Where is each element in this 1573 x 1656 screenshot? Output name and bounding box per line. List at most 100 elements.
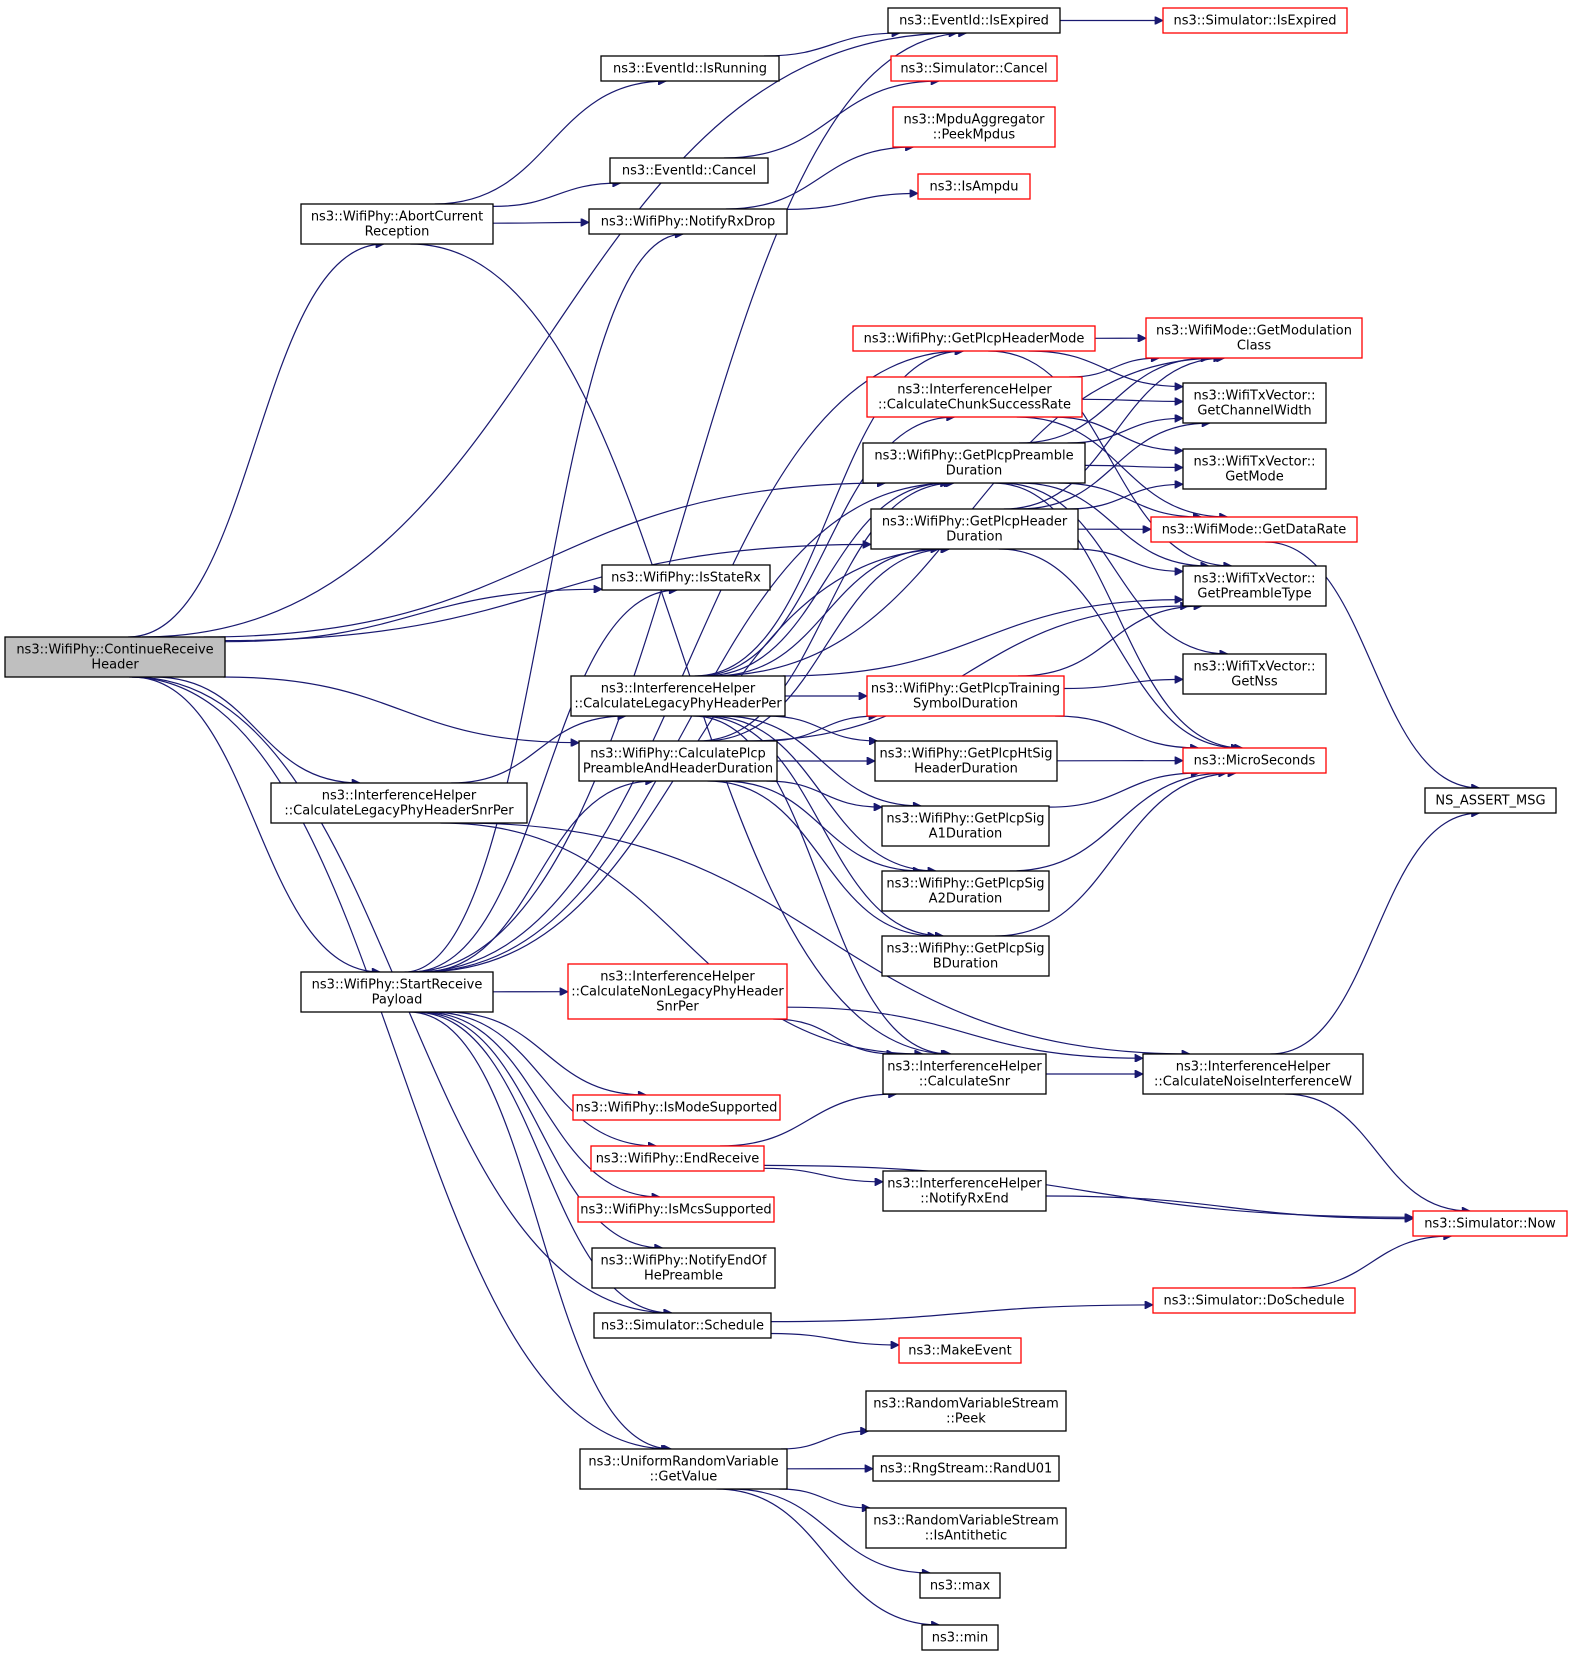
node-training-sym[interactable]: ns3::WifiPhy::GetPlcpTrainingSymbolDurat…: [866, 675, 1065, 717]
edge-line: [763, 33, 900, 57]
node-is-mcs-supported[interactable]: ns3::WifiPhy::IsMcsSupported: [577, 1196, 775, 1223]
node-uniform-get[interactable]: ns3::UniformRandomVariable::GetValue: [579, 1448, 788, 1490]
edge-line: [992, 482, 1243, 748]
node-get-data-rate[interactable]: ns3::WifiMode::GetDataRate: [1150, 516, 1358, 543]
node-label: ns3::EventId::Cancel: [622, 164, 756, 179]
node-ev-expired[interactable]: ns3::EventId::IsExpired: [887, 7, 1061, 34]
edge-calc-pre-hdr-to-get-preamble-type: [743, 606, 1189, 742]
node-box: [579, 1448, 788, 1490]
node-box: [270, 782, 528, 824]
node-label: ::IsAntithetic: [925, 1529, 1007, 1544]
node-label: ns3::MicroSeconds: [1194, 754, 1316, 769]
node-get-nss[interactable]: ns3::WifiTxVector::GetNss: [1182, 653, 1327, 695]
edge-line: [780, 1431, 869, 1450]
node-peek-mpdus[interactable]: ns3::MpduAggregator::PeekMpdus: [892, 106, 1056, 148]
node-is-state-rx[interactable]: ns3::WifiPhy::IsStateRx: [601, 564, 771, 591]
node-box: [300, 971, 494, 1013]
node-rand-u01[interactable]: ns3::RngStream::RandU01: [872, 1455, 1060, 1482]
node-legacy-per[interactable]: ns3::InterferenceHelper::CalculateLegacy…: [570, 675, 786, 717]
edge-line: [131, 676, 380, 972]
node-label: ::Peek: [946, 1412, 986, 1427]
edge-sig-b-to-micro-seconds: [995, 773, 1236, 937]
node-is-antithetic[interactable]: ns3::RandomVariableStream::IsAntithetic: [865, 1507, 1067, 1549]
node-label: ns3::WifiPhy::AbortCurrent: [311, 210, 483, 225]
node-calc-snr[interactable]: ns3::InterferenceHelper::CalculateSnr: [882, 1053, 1047, 1095]
edge-line: [1009, 773, 1227, 872]
node-micro-seconds[interactable]: ns3::MicroSeconds: [1182, 747, 1327, 774]
node-label: BDuration: [933, 957, 998, 972]
edge-legacy-per-to-chunk-success: [697, 417, 955, 677]
node-label: ns3::InterferenceHelper: [1176, 1060, 1331, 1075]
node-calc-pre-hdr[interactable]: ns3::WifiPhy::CalculatePlcpPreambleAndHe…: [578, 740, 778, 782]
edge-line: [417, 1011, 663, 1248]
node-is-mode-supported[interactable]: ns3::WifiPhy::IsModeSupported: [572, 1094, 781, 1121]
node-ev-cancel[interactable]: ns3::EventId::Cancel: [609, 157, 769, 184]
edge-root-to-start-payload: [131, 676, 380, 972]
node-schedule[interactable]: ns3::Simulator::Schedule: [593, 1312, 772, 1339]
node-chunk-success[interactable]: ns3::InterferenceHelper::CalculateChunkS…: [866, 376, 1083, 418]
node-box: [870, 508, 1079, 550]
node-label: ns3::InterferenceHelper: [322, 789, 477, 804]
edge-line: [770, 1305, 1153, 1323]
edge-line: [1000, 482, 1228, 654]
node-label: ::CalculateLegacyPhyHeaderSnrPer: [284, 804, 514, 819]
edge-sig-a2-to-micro-seconds: [1009, 773, 1227, 872]
node-get-channel-width[interactable]: ns3::WifiTxVector::GetChannelWidth: [1182, 382, 1327, 424]
edge-line: [410, 590, 677, 973]
node-label: ::GetValue: [650, 1470, 718, 1485]
edge-line: [1028, 350, 1183, 387]
node-box: [570, 675, 786, 717]
edge-line: [719, 1094, 897, 1147]
node-label: HePreamble: [644, 1269, 723, 1284]
node-notify-rx-end[interactable]: ns3::InterferenceHelper::NotifyRxEnd: [882, 1170, 1047, 1212]
edge-non-legacy-snr-to-noise-w: [786, 1006, 1143, 1058]
edge-line: [1018, 358, 1209, 444]
node-is-ampdu[interactable]: ns3::IsAmpdu: [917, 173, 1031, 200]
node-rvs-peek[interactable]: ns3::RandomVariableStream::Peek: [865, 1390, 1067, 1432]
node-box: [865, 1390, 1067, 1432]
node-max[interactable]: ns3::max: [919, 1572, 1001, 1599]
node-get-mode[interactable]: ns3::WifiTxVector::GetMode: [1182, 448, 1327, 490]
node-box: [1182, 747, 1327, 774]
node-get-plcp-header-mode[interactable]: ns3::WifiPhy::GetPlcpHeaderMode: [852, 325, 1096, 352]
node-end-receive[interactable]: ns3::WifiPhy::EndReceive: [590, 1145, 765, 1172]
node-noise-w[interactable]: ns3::InterferenceHelper::CalculateNoiseI…: [1142, 1053, 1364, 1095]
edge-chunk-success-to-get-mod-class: [1069, 358, 1159, 378]
node-sim-cancel[interactable]: ns3::Simulator::Cancel: [890, 55, 1058, 82]
edge-line: [418, 483, 952, 973]
node-label: ns3::WifiPhy::GetPlcpHeader: [882, 515, 1068, 530]
node-get-preamble-type[interactable]: ns3::WifiTxVector::GetPreambleType: [1182, 565, 1327, 607]
node-sim-now[interactable]: ns3::Simulator::Now: [1412, 1210, 1568, 1237]
node-box: [601, 564, 771, 591]
node-notify-rx-drop[interactable]: ns3::WifiPhy::NotifyRxDrop: [588, 208, 788, 235]
node-ev-running[interactable]: ns3::EventId::IsRunning: [600, 55, 780, 82]
node-box: [1142, 1053, 1364, 1095]
node-legacy-snr[interactable]: ns3::InterferenceHelper::CalculateLegacy…: [270, 782, 528, 824]
node-sim-expired[interactable]: ns3::Simulator::IsExpired: [1162, 7, 1348, 34]
node-make-event[interactable]: ns3::MakeEvent: [898, 1337, 1022, 1364]
edge-line: [1055, 715, 1198, 748]
edge-start-payload-to-preamble-dur: [418, 483, 952, 973]
node-label: ns3::MpduAggregator: [903, 113, 1045, 128]
edge-root-to-legacy-snr: [153, 676, 360, 783]
node-non-legacy-snr[interactable]: ns3::InterferenceHelper::CalculateNonLeg…: [567, 963, 788, 1020]
edge-training-sym-to-get-nss: [1063, 679, 1183, 690]
node-assert-msg[interactable]: NS_ASSERT_MSG: [1424, 787, 1557, 814]
edge-root-to-preamble-dur: [203, 483, 886, 638]
edge-line: [414, 351, 963, 973]
node-do-schedule[interactable]: ns3::Simulator::DoSchedule: [1152, 1287, 1356, 1314]
edge-line: [430, 1011, 657, 1146]
node-label: ns3::InterferenceHelper: [887, 1177, 1042, 1192]
node-min[interactable]: ns3::min: [921, 1624, 999, 1651]
